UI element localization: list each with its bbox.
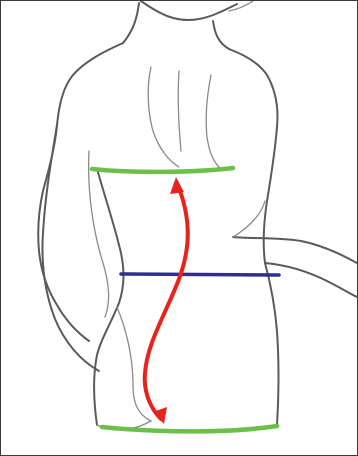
right-forearm-outline — [233, 237, 357, 263]
right-waist-outline — [265, 263, 279, 425]
upper-arrowhead — [170, 177, 184, 194]
right-arm-outline — [265, 263, 357, 297]
waist-measurement-line — [121, 274, 279, 275]
upper-measurement-line — [92, 168, 233, 172]
back-length-curve — [145, 183, 188, 419]
lower-measurement-line — [102, 426, 277, 431]
neck-left-outline — [123, 3, 139, 43]
spine-line — [178, 71, 181, 151]
right-shoulder-blade — [206, 75, 219, 167]
right-elbow-outline — [233, 201, 265, 237]
right-shoulder-outline — [229, 49, 278, 263]
left-shoulder-blade — [148, 67, 179, 167]
neck-right-outline — [213, 21, 229, 49]
left-shoulder-outline — [38, 43, 123, 341]
left-arm-outer-outline — [43, 125, 100, 371]
head-outline — [141, 1, 237, 20]
